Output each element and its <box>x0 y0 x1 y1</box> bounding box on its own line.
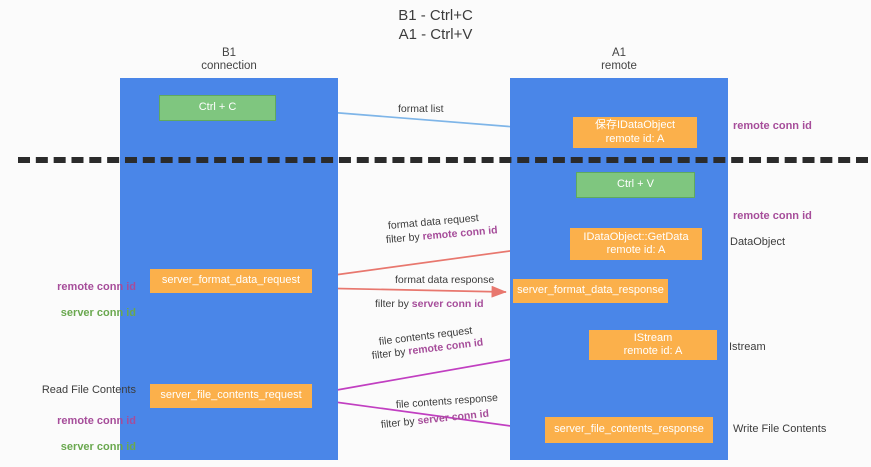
filter-prefix: filter by <box>380 415 419 431</box>
box-idataobject-getdata[interactable]: IDataObject::GetData remote id: A <box>570 228 702 260</box>
box-server-file-contents-request[interactable]: server_file_contents_request <box>150 384 312 408</box>
box-istream[interactable]: IStream remote id: A <box>589 330 717 360</box>
box-save-idataobject[interactable]: 保存IDataObject remote id: A <box>573 117 697 148</box>
filter-key: server conn id <box>411 298 484 310</box>
label-dataobject: DataObject <box>730 236 786 248</box>
label-remote-conn-id: remote conn id <box>57 415 136 427</box>
box-ctrl-v[interactable]: Ctrl + V <box>576 172 695 198</box>
box-server-file-contents-response[interactable]: server_file_contents_response <box>545 417 713 443</box>
label-server-conn-id: server conn id <box>60 441 136 453</box>
caption-format-list: format list <box>398 103 444 115</box>
filter-prefix: filter by <box>375 298 412 310</box>
box-server-format-data-request[interactable]: server_format_data_request <box>150 269 312 293</box>
filter-key: server conn id <box>416 407 490 428</box>
caption-format-data-response-filter: filter by server conn id <box>375 298 484 311</box>
box-server-format-data-response[interactable]: server_format_data_response <box>513 279 668 303</box>
label-remote-conn-id: remote conn id <box>57 281 136 293</box>
lane-header-b1: B1 connection <box>201 47 257 72</box>
arrow-format-data-response <box>312 285 507 298</box>
label-server-conn-id: server conn id <box>60 307 136 319</box>
label-conn-ids-bottom: remote conn id server conn id <box>20 402 136 454</box>
filter-prefix: filter by <box>385 230 424 246</box>
filter-prefix: filter by <box>371 345 410 362</box>
box-ctrl-c[interactable]: Ctrl + C <box>159 95 276 121</box>
label-istream: Istream <box>729 341 766 353</box>
caption-format-data-response: format data response <box>395 274 495 286</box>
label-remote-conn-id-top: remote conn id <box>733 120 812 132</box>
label-read-file-contents: Read File Contents <box>41 384 136 396</box>
label-remote-conn-id-mid: remote conn id <box>733 210 812 222</box>
lane-header-a1: A1 remote <box>601 47 637 72</box>
label-conn-ids-mid: remote conn id server conn id <box>20 268 136 320</box>
section-divider <box>18 157 868 163</box>
label-write-file-contents: Write File Contents <box>733 423 827 435</box>
page-title: B1 - Ctrl+C A1 - Ctrl+V <box>398 7 473 43</box>
